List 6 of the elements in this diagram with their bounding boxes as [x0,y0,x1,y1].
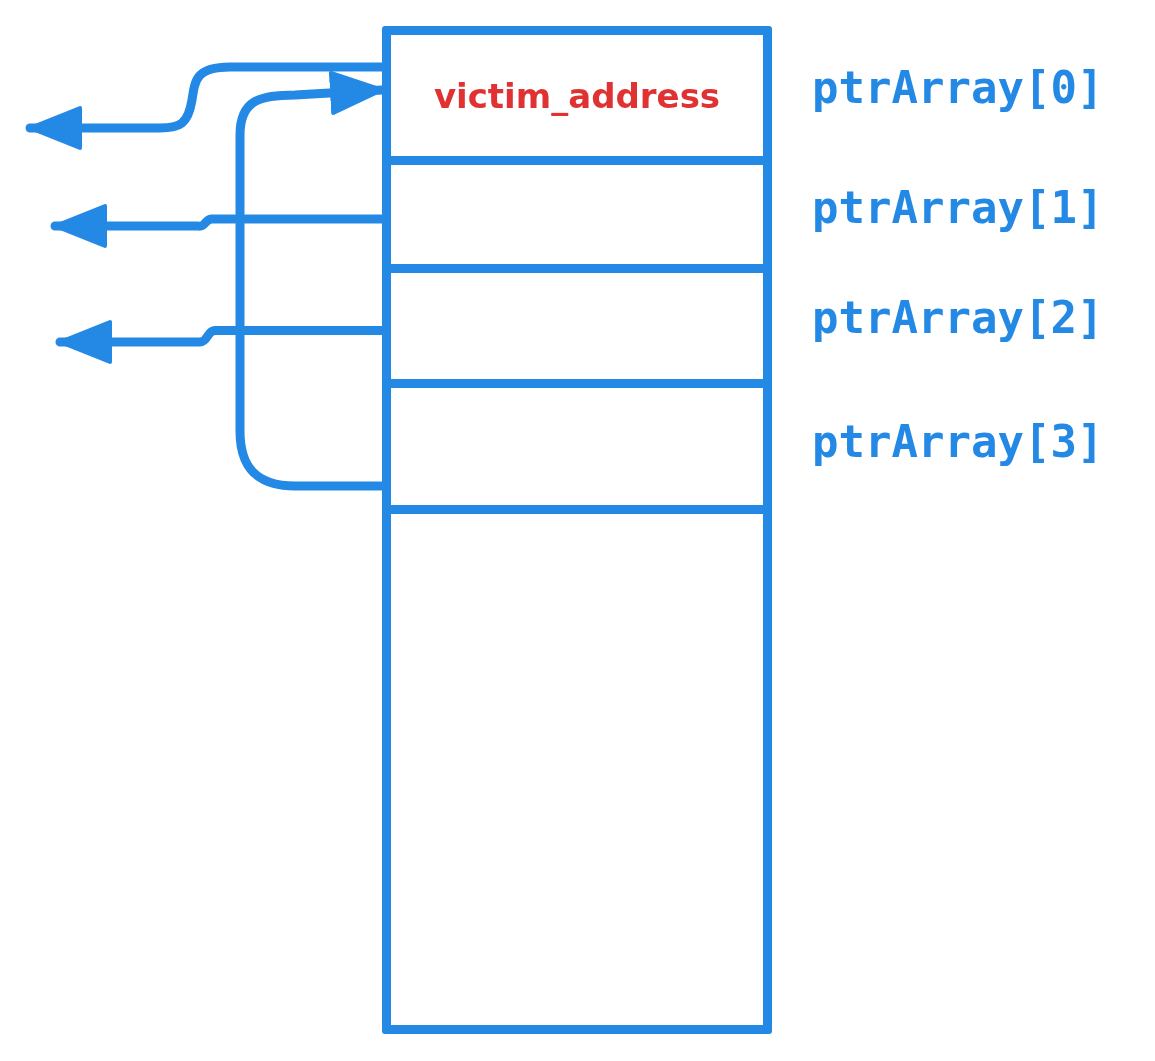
array-index-label: ptrArray[2] [812,292,1104,343]
memory-column [382,26,772,1034]
array-index-label: ptrArray[1] [812,182,1104,233]
array-index-label: ptrArray[0] [812,62,1104,113]
array-index-label: ptrArray[3] [812,416,1104,467]
cell-value: victim_address [433,75,721,116]
